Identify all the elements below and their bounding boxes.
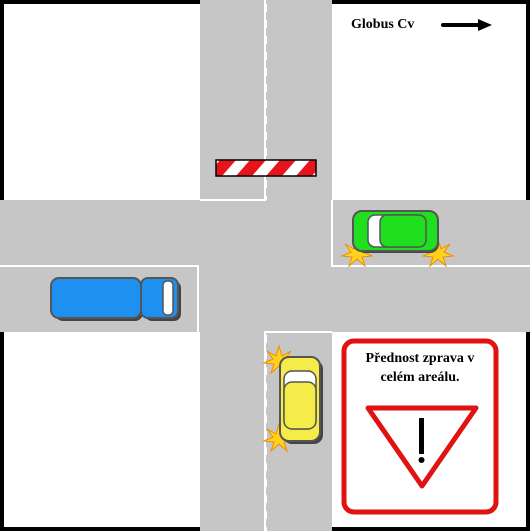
barrier <box>215 159 317 177</box>
yellow-car <box>262 344 323 453</box>
green-car <box>340 210 455 268</box>
blue-truck <box>50 277 181 321</box>
arrow-right-icon <box>441 19 492 31</box>
priority-sign-line-1: Přednost zprava v <box>365 351 475 366</box>
curb-line-left-middle <box>0 265 199 332</box>
block-top-left <box>4 4 200 200</box>
priority-sign <box>341 338 499 515</box>
give-way-triangle-icon <box>365 405 479 489</box>
priority-sign-text: Přednost zprava v celém areálu. <box>345 349 495 387</box>
block-bottom-left <box>4 332 200 527</box>
priority-sign-line-2: celém areálu. <box>380 370 460 385</box>
globus-label: Globus Cv <box>351 17 415 32</box>
block-top-right <box>332 4 526 200</box>
